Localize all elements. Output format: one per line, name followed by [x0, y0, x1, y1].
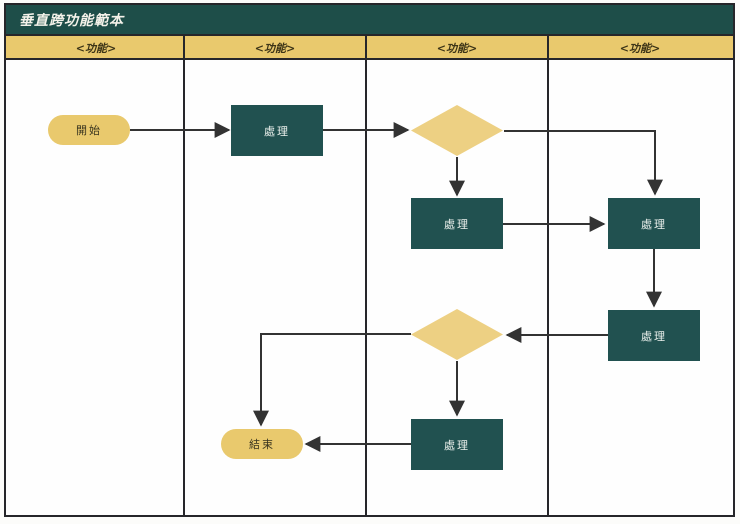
- process-node-3[interactable]: 處理: [608, 198, 700, 249]
- start-node[interactable]: 開始: [48, 115, 130, 145]
- lane-divider-2: [365, 36, 367, 515]
- process-node-4[interactable]: 處理: [608, 310, 700, 361]
- lane-header-2[interactable]: <功能>: [254, 41, 296, 55]
- lane-divider-3: [547, 36, 549, 515]
- start-node-label: 開始: [76, 124, 102, 137]
- diagram-frame: [4, 3, 735, 517]
- lane-header-band: [6, 36, 733, 60]
- process-node-5[interactable]: 處理: [411, 419, 503, 470]
- process-node-2-label: 處理: [444, 217, 470, 231]
- diagram-title-bar[interactable]: 垂直跨功能範本: [6, 5, 733, 36]
- lane-header-1[interactable]: <功能>: [75, 41, 117, 55]
- process-node-2[interactable]: 處理: [411, 198, 503, 249]
- end-node[interactable]: 結束: [221, 429, 303, 459]
- diagram-title: 垂直跨功能範本: [19, 12, 124, 29]
- arrow-decision-2-to-end[interactable]: [253, 333, 411, 427]
- process-node-3-label: 處理: [641, 217, 667, 231]
- process-node-4-label: 處理: [641, 329, 667, 343]
- process-node-5-label: 處理: [444, 438, 470, 452]
- lane-header-4[interactable]: <功能>: [619, 41, 661, 55]
- end-node-label: 結束: [249, 438, 275, 451]
- process-node-1[interactable]: 處理: [231, 105, 323, 156]
- process-node-1-label: 處理: [264, 124, 290, 138]
- arrow-decision-1-to-process-3[interactable]: [504, 130, 663, 196]
- lane-header-3[interactable]: <功能>: [436, 41, 478, 55]
- lane-divider-1: [183, 36, 185, 515]
